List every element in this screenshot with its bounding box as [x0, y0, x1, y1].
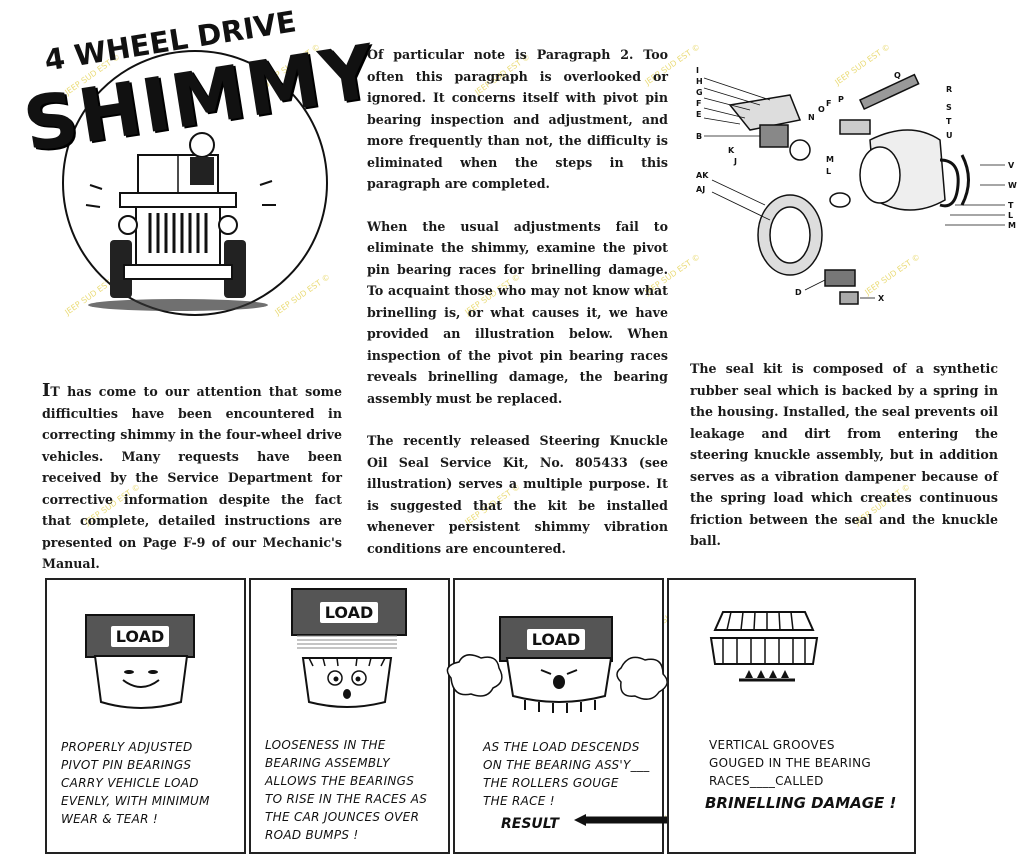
- caption-line: VERTICAL GROOVES: [709, 738, 835, 752]
- caption-line: TO RISE IN THE RACES AS: [265, 792, 428, 806]
- drop-cap: I: [42, 380, 51, 401]
- paragraph: When the usual adjustments fail to elimi…: [367, 218, 668, 406]
- caption-line: PIVOT PIN BEARINGS: [61, 758, 192, 772]
- part-label: H: [696, 77, 703, 86]
- part-label: U: [946, 131, 953, 140]
- part-label: F: [826, 99, 831, 108]
- part-label: R: [946, 85, 952, 94]
- intro-text: IT has come to our attention that some d…: [42, 380, 342, 575]
- result-label: RESULT: [501, 816, 559, 832]
- bearing-icon: [93, 655, 189, 709]
- part-label: D: [795, 288, 802, 297]
- caption-line: LOOSENESS IN THE: [265, 738, 386, 752]
- paragraph: The seal kit is composed of a synthetic …: [690, 361, 998, 548]
- part-label: N: [808, 113, 815, 122]
- caption-line: GOUGED IN THE BEARING: [709, 756, 872, 770]
- panel-brinelling: VERTICAL GROOVES GOUGED IN THE BEARING R…: [667, 578, 916, 854]
- part-label: AK: [696, 171, 709, 180]
- caption-line: THE CAR JOUNCES OVER: [265, 810, 420, 824]
- bearing-impact-icon: [446, 654, 668, 713]
- panel-proper-adjustment: LOAD PROPERLY ADJUSTED PIVOT PIN BEARING…: [45, 578, 246, 854]
- paragraph: The recently released Steering Knuckle O…: [367, 433, 668, 556]
- part-label: S: [946, 103, 952, 112]
- part-label: M: [826, 155, 834, 164]
- load-box: LOAD: [85, 614, 195, 658]
- load-box: LOAD: [291, 588, 407, 636]
- caption-line: RACES____CALLED: [709, 774, 824, 788]
- caption-line: THE ROLLERS GOUGE: [483, 776, 619, 790]
- caption-line: ALLOWS THE BEARINGS: [265, 774, 415, 788]
- panel-looseness: LOAD LOOSENESS IN THE BEARING ASSEMBLY A…: [249, 578, 450, 854]
- caption-line: ROAD BUMPS !: [265, 828, 359, 842]
- bearing-race-icon: [709, 611, 819, 682]
- part-label: AJ: [696, 185, 705, 194]
- part-label: F: [696, 99, 701, 108]
- part-label: V: [1008, 161, 1015, 170]
- caption-line: AS THE LOAD DESCENDS: [483, 740, 640, 754]
- part-label: K: [728, 146, 735, 155]
- part-label: P: [838, 95, 844, 104]
- part-label: O: [818, 105, 825, 114]
- middle-column: Of particular note is Paragraph 2. Too o…: [367, 44, 668, 580]
- intro-body: T has come to our attention that some di…: [42, 384, 342, 571]
- panel-load-descends: LOAD AS THE LOAD DESCENDS ON THE BEARING…: [446, 578, 668, 854]
- caption-line: WEAR & TEAR !: [61, 812, 158, 826]
- caption-line: PROPERLY ADJUSTED: [61, 740, 193, 754]
- right-column: The seal kit is composed of a synthetic …: [690, 358, 998, 573]
- bearing-icon: [297, 635, 397, 708]
- part-label: G: [696, 88, 703, 97]
- steering-knuckle-exploded-diagram: I H G F E B N O F P Q R S T U K J M L AK…: [696, 66, 1017, 305]
- part-label: X: [878, 294, 885, 303]
- load-box: LOAD: [499, 616, 613, 662]
- part-label: M: [1008, 221, 1016, 230]
- caption-line: CARRY VEHICLE LOAD: [61, 776, 199, 790]
- paragraph: Of particular note is Paragraph 2. Too o…: [367, 47, 668, 191]
- part-label: L: [826, 167, 831, 176]
- part-label: I: [696, 66, 699, 75]
- part-label: B: [696, 132, 702, 141]
- part-label: Q: [894, 71, 901, 80]
- jeep-illustration: [62, 50, 328, 316]
- part-label: L: [1008, 211, 1013, 220]
- brinelling-damage-label: BRINELLING DAMAGE !: [705, 794, 897, 812]
- caption-line: THE RACE !: [483, 794, 555, 808]
- caption-line: BEARING ASSEMBLY: [265, 756, 390, 770]
- part-label: T: [1008, 201, 1014, 210]
- part-label: J: [733, 157, 737, 166]
- jeep-icon: [85, 132, 276, 311]
- caption-line: EVENLY, WITH MINIMUM: [61, 794, 210, 808]
- part-label: T: [946, 117, 952, 126]
- caption-line: ON THE BEARING ASS'Y___: [483, 758, 650, 772]
- part-label: E: [696, 110, 701, 119]
- part-label: W: [1008, 181, 1017, 190]
